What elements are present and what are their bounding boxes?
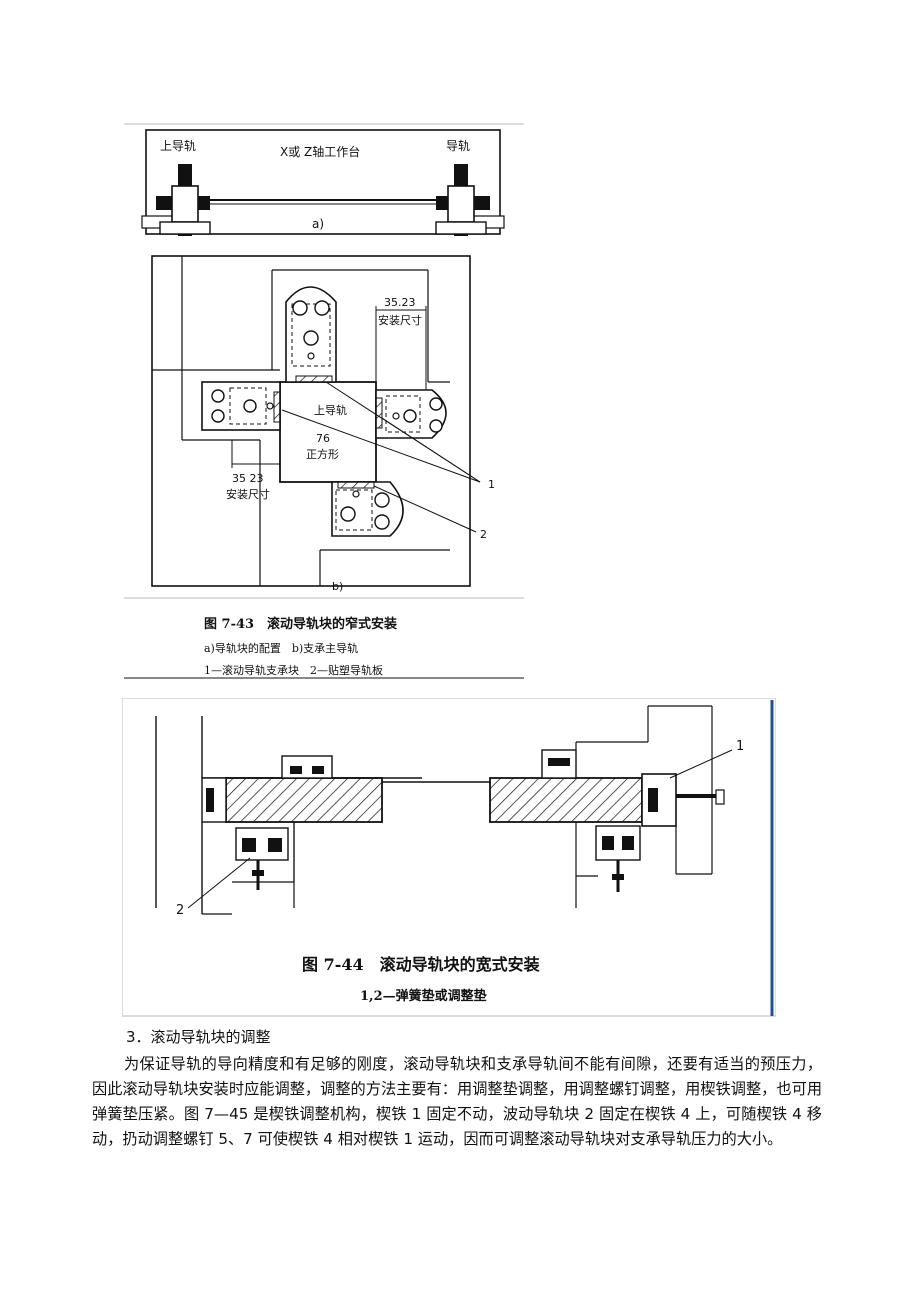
figure-7-44: 1 2 图 7-44 滚动导轨块的宽式安装 1,2—弹簧垫或调整垫 [121, 697, 777, 1018]
callout-2-44: 2 [176, 903, 184, 918]
figure-7-44-drawing: 1 2 图 7-44 滚动导轨块的宽式安装 1,2—弹簧垫或调整垫 [121, 697, 777, 1017]
body-paragraph: 为保证导轨的导向精度和有足够的刚度，滚动导轨块和支承导轨间不能有间隙，还要有适当… [92, 1055, 822, 1148]
label-square-value: 76 [316, 432, 330, 445]
label-square-text: 正方形 [306, 447, 339, 461]
sub-label-b: b) [332, 580, 343, 593]
figure-7-43-drawing: 上导轨 X或 Z轴工作台 导轨 a) [124, 123, 524, 679]
label-upper-rail-b: 上导轨 [314, 403, 347, 417]
label-upper-rail-a: 上导轨 [160, 139, 196, 153]
caption-title-44: 图 7-44 滚动导轨块的宽式安装 [302, 955, 540, 974]
diagram-b: 35.23 安装尺寸 35 23 安装尺寸 上导轨 76 正方形 1 2 b) [151, 255, 495, 593]
caption-title-43: 图 7-43 滚动导轨块的窄式安装 [204, 616, 397, 632]
figure-7-43: 上导轨 X或 Z轴工作台 导轨 a) [120, 120, 530, 682]
section-heading: 3．滚动导轨块的调整 [126, 1028, 271, 1046]
dim-top-value: 35.23 [384, 296, 416, 309]
caption-sub-43: a)导轨块的配置 b)支承主导轨 [204, 641, 358, 655]
label-rail-a: 导轨 [446, 139, 470, 153]
sub-label-a: a) [312, 217, 324, 231]
callout-1-44: 1 [736, 739, 744, 754]
callout-2-43: 2 [480, 528, 487, 541]
figure-7-43-caption: 图 7-43 滚动导轨块的窄式安装 a)导轨块的配置 b)支承主导轨 1—滚动导… [124, 597, 524, 679]
diagram-a: 上导轨 X或 Z轴工作台 导轨 a) [124, 123, 524, 236]
callout-1-43: 1 [488, 478, 495, 491]
caption-legend-44: 1,2—弹簧垫或调整垫 [360, 988, 487, 1004]
caption-legend-43: 1—滚动导轨支承块 2—贴塑导轨板 [204, 663, 383, 677]
label-table-a: X或 Z轴工作台 [280, 144, 360, 159]
diagram-7-44: 1 2 [155, 705, 744, 918]
dim-left-text: 安装尺寸 [226, 487, 270, 501]
dim-left-value: 35 23 [232, 472, 264, 485]
dim-top-text: 安装尺寸 [378, 313, 422, 327]
figure-7-44-caption: 图 7-44 滚动导轨块的宽式安装 1,2—弹簧垫或调整垫 [302, 955, 540, 1004]
